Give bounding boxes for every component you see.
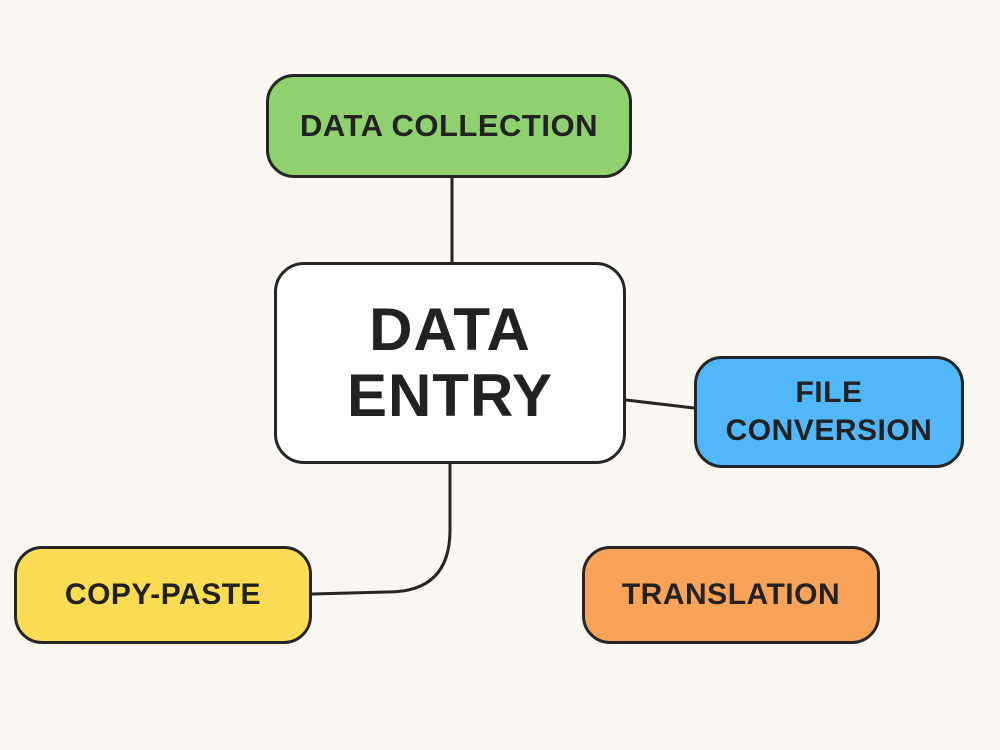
connector-copy-paste xyxy=(310,462,452,596)
node-data-collection: DATA COLLECTION xyxy=(266,74,632,178)
node-copy-paste: COPY-PASTE xyxy=(14,546,312,644)
node-translation: TRANSLATION xyxy=(582,546,880,644)
connector-file-conversion xyxy=(624,398,696,410)
node-data-entry-center: DATA ENTRY xyxy=(274,262,626,464)
node-file-conversion: FILE CONVERSION xyxy=(694,356,964,468)
